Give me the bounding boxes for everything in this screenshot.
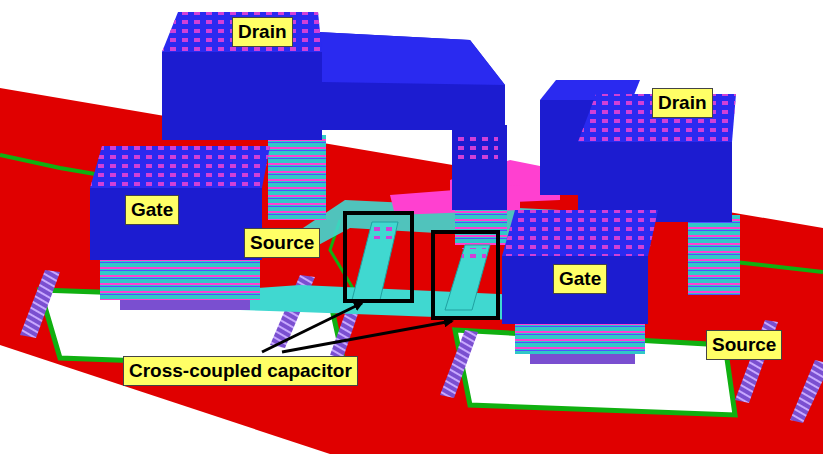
gate-block (502, 210, 658, 256)
callout-label: Cross-coupled capacitor (123, 356, 358, 386)
source-label: Source (706, 330, 782, 360)
ground-plane (0, 88, 823, 454)
gate-block (90, 146, 270, 188)
green-line (735, 262, 823, 272)
via-stack (530, 354, 635, 364)
drain-bridge (318, 32, 505, 85)
via-array (90, 146, 270, 188)
via-array (462, 248, 486, 262)
highlight-frame (433, 232, 498, 318)
via-stack (688, 215, 740, 295)
highlight-frame (345, 213, 412, 301)
via-stack (100, 258, 260, 300)
source-fingers (20, 270, 60, 338)
capacitor-plate (445, 245, 490, 310)
via-array (372, 225, 394, 239)
via-stack (268, 135, 326, 220)
drain-bridge (318, 32, 505, 130)
leader-arrow (282, 321, 452, 352)
drain-block (162, 52, 322, 140)
capacitor-plate (352, 222, 398, 300)
leader-arrow (262, 303, 362, 352)
gate-label: Gate (553, 264, 607, 294)
source-fingers (440, 330, 478, 398)
source-label: Source (244, 228, 320, 258)
drain-column (452, 125, 507, 210)
drain-label: Drain (652, 88, 713, 118)
via-stack (515, 322, 645, 354)
gate-block (502, 256, 648, 324)
gate-label: Gate (125, 195, 179, 225)
gate-block (90, 188, 262, 260)
drain-block (162, 12, 322, 52)
drain-label: Drain (232, 17, 293, 47)
via-array (162, 12, 322, 52)
via-array (458, 135, 498, 160)
via-stack (120, 300, 250, 310)
source-fingers (790, 360, 823, 423)
via-array (502, 210, 658, 256)
